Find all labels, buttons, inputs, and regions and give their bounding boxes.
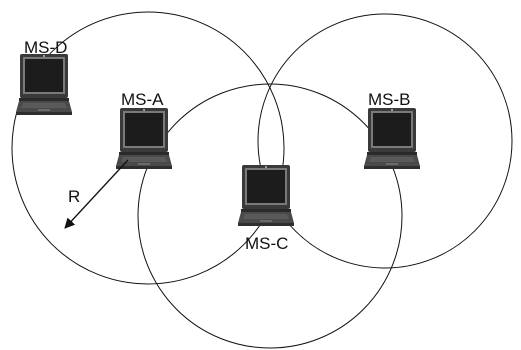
laptop-icon-ms-b: [364, 108, 420, 169]
laptop-icon-ms-d: [16, 54, 72, 115]
coverage-circle-ms-c: [137, 83, 403, 349]
radius-arrow: [64, 159, 129, 229]
laptop-icon-ms-a: [116, 108, 172, 169]
coverage-circle-ms-a: [11, 11, 285, 285]
label-ms-a: MS-A: [121, 90, 164, 109]
radius-label: R: [68, 187, 80, 206]
coverage-circle-ms-b: [257, 13, 513, 269]
label-ms-c: MS-C: [245, 234, 288, 253]
laptop-icon-ms-c: [238, 165, 294, 226]
label-ms-d: MS-D: [24, 38, 67, 57]
label-ms-b: MS-B: [368, 90, 411, 109]
